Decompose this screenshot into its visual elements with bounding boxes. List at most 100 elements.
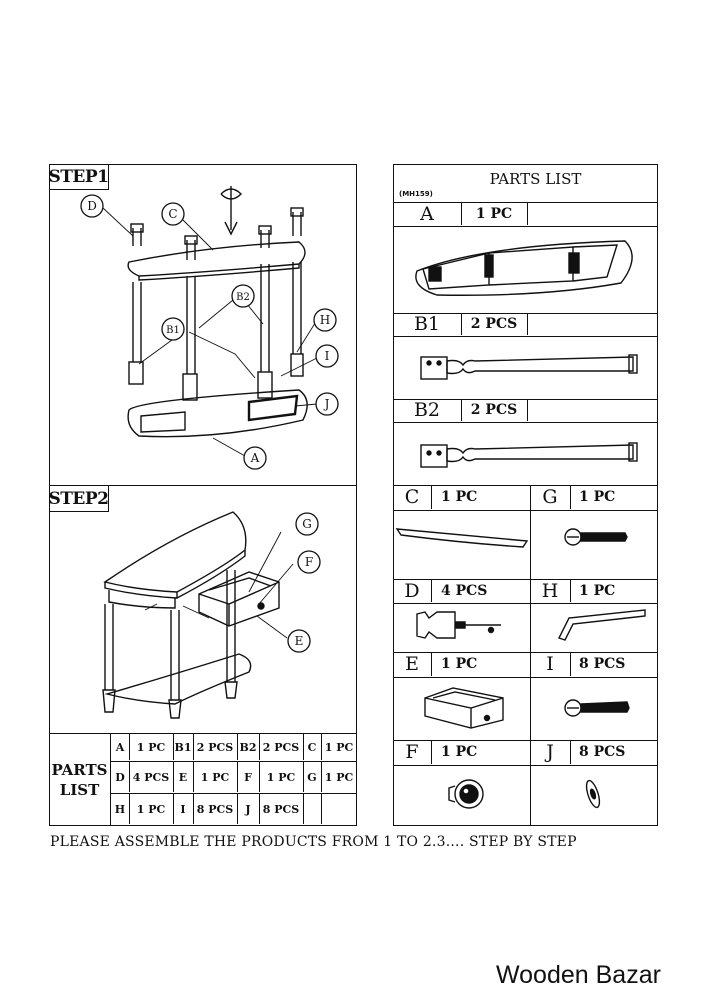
part-code: G	[530, 485, 571, 509]
pair-e-i-label-row: E 1 PC I 8 PCS	[393, 652, 658, 678]
callout-e-circle	[287, 629, 311, 653]
leg-right-front	[292, 262, 302, 354]
part-code: I	[530, 652, 571, 676]
part-qty: 1 PC	[461, 202, 528, 225]
callout-a-circle	[243, 446, 267, 470]
callout-h: H	[320, 313, 330, 327]
callout-j: J	[323, 397, 330, 411]
mini-parts-row: D 4 PCS E 1 PC F 1 PC G 1 PC	[111, 762, 357, 794]
part-b1-rule	[393, 399, 658, 400]
pair-c-g-rule	[393, 579, 658, 580]
mini-parts-row: H 1 PC I 8 PCS J 8 PCS	[111, 794, 357, 826]
leg-left-back	[186, 276, 196, 374]
brand-watermark: Wooden Bazar	[496, 961, 661, 989]
mini-code: H	[111, 794, 130, 824]
parts-list-header-rule	[393, 202, 658, 203]
callout-a: A	[250, 451, 260, 465]
callout-g: G	[302, 517, 312, 531]
mini-qty: 1 PC	[193, 762, 238, 792]
callout-c: C	[168, 207, 177, 221]
part-qty: 1 PC	[441, 489, 478, 505]
step2-heading: STEP2	[49, 486, 109, 512]
bottom-shelf	[104, 653, 252, 705]
pair-e-i-illustration	[424, 687, 630, 729]
callout-f: F	[305, 555, 313, 569]
callout-b1-circle	[161, 317, 185, 341]
step2-illustration: G F E	[102, 511, 321, 719]
mini-code: B2	[237, 734, 260, 760]
step1-illustration: D C B2 H B1 I J A	[80, 186, 339, 470]
mini-qty: 1 PC	[259, 762, 304, 792]
mini-qty: 8 PCS	[193, 794, 238, 824]
callout-e: E	[295, 634, 304, 648]
parts-list-panel	[393, 164, 658, 826]
mini-code: E	[173, 762, 194, 792]
mini-qty: 1 PC	[129, 794, 174, 824]
drawer	[198, 571, 280, 627]
step1-heading: STEP1	[49, 164, 109, 190]
part-c-board	[395, 528, 529, 548]
part-code: E	[393, 652, 432, 676]
part-qty: 1 PC	[579, 489, 616, 505]
table-top	[103, 511, 247, 593]
part-a-label-row: A 1 PC	[393, 202, 658, 227]
top-board	[127, 241, 306, 277]
callout-b2: B2	[236, 292, 250, 303]
pair-d-h-rule	[393, 652, 658, 653]
mini-qty: 8 PCS	[259, 794, 304, 824]
part-b2-label-row: B2 2 PCS	[393, 399, 658, 423]
callout-d-circle	[80, 194, 104, 218]
part-d-foot	[416, 611, 456, 639]
part-qty: 1 PC	[441, 744, 478, 760]
part-qty: 2 PCS	[461, 313, 528, 335]
part-b2-rule	[393, 485, 658, 486]
pair-f-j-illustration	[448, 779, 601, 809]
pair-d-h-illustration	[416, 609, 646, 641]
pair-c-g-label-row: C 1 PC G 1 PC	[393, 485, 658, 511]
parts-list-title: PARTS LIST	[489, 170, 582, 188]
mini-qty: 2 PCS	[193, 734, 238, 760]
part-a-illustration	[415, 240, 633, 296]
part-code: A	[393, 202, 462, 225]
leg-back-right	[226, 570, 236, 682]
part-e-drawer	[424, 687, 504, 729]
mini-parts-title: PARTS LIST	[49, 734, 111, 826]
parts-list-model: (MH159)	[399, 190, 433, 198]
callout-j-circle	[315, 392, 339, 416]
part-b1-illustration	[420, 354, 638, 380]
callout-b1: B1	[166, 325, 180, 336]
pair-f-j-label-row: F 1 PC J 8 PCS	[393, 740, 658, 766]
callout-i-circle	[315, 344, 339, 368]
mini-code: A	[111, 734, 130, 760]
part-h-allen-key	[558, 609, 646, 641]
part-code: F	[393, 740, 432, 764]
part-code: D	[393, 579, 432, 602]
callout-h-circle	[313, 308, 337, 332]
mini-parts-title-line2: LIST	[59, 781, 100, 799]
part-b2-illustration	[420, 442, 638, 468]
mini-code: D	[111, 762, 130, 792]
mini-qty: 1 PC	[129, 734, 174, 760]
part-code: J	[530, 740, 571, 764]
mini-parts-row: A 1 PC B1 2 PCS B2 2 PCS C 1 PC	[111, 734, 357, 762]
mini-code: I	[173, 794, 194, 824]
mini-code: F	[237, 762, 260, 792]
base-shelf	[127, 389, 308, 438]
part-b1-label-row: B1 2 PCS	[393, 313, 658, 337]
pair-c-g-illustration	[395, 528, 628, 548]
part-code: B1	[393, 313, 462, 335]
part-code: B2	[393, 399, 462, 421]
part-qty: 8 PCS	[579, 656, 626, 672]
callout-g-circle	[295, 512, 319, 536]
mini-code: J	[237, 794, 260, 824]
callout-f-circle	[297, 550, 321, 574]
callout-b2-circle	[231, 284, 255, 308]
mini-parts-table	[49, 734, 357, 826]
mini-code: B1	[173, 734, 194, 760]
step2-panel	[49, 486, 357, 734]
leg-front-right	[170, 610, 180, 700]
mini-empty-cell	[303, 794, 322, 824]
mini-code: C	[303, 734, 322, 760]
mini-parts-title-line1: PARTS	[51, 761, 108, 779]
mini-qty: 2 PCS	[259, 734, 304, 760]
